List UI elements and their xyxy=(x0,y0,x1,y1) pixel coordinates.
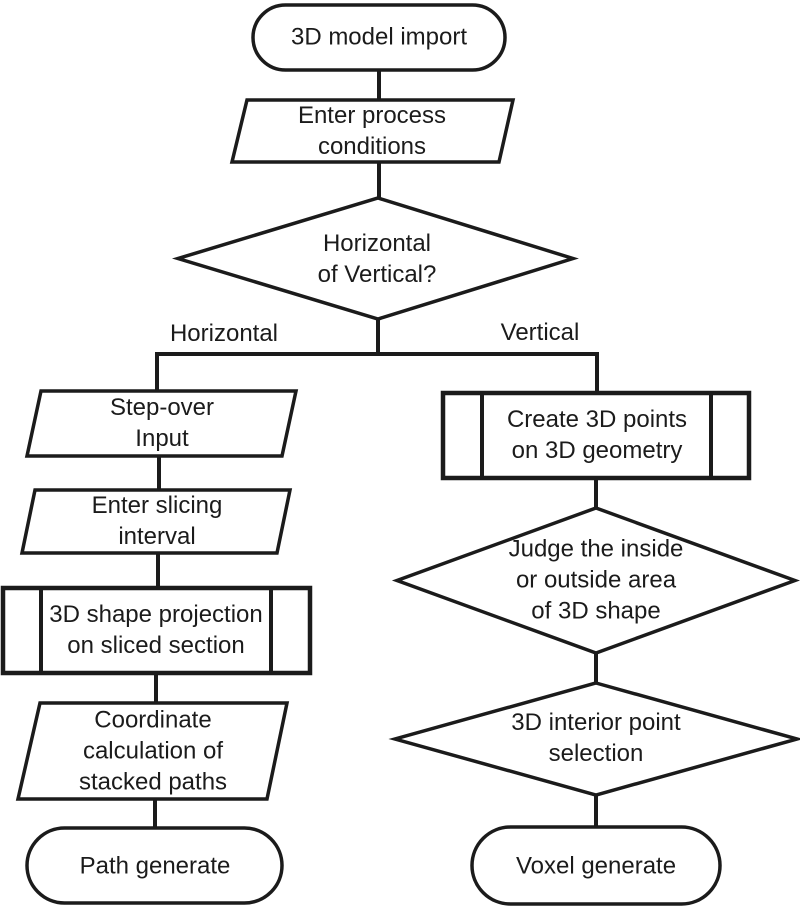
judge-area-shape xyxy=(391,506,800,655)
step-over-input-shape xyxy=(24,389,299,458)
voxel-generate-shape xyxy=(470,825,722,906)
interior-selection-shape xyxy=(388,681,800,797)
process-conditions-shape xyxy=(229,98,516,164)
create-points-shape xyxy=(440,390,752,481)
model-import-shape xyxy=(251,3,507,72)
shape-projection-shape xyxy=(0,585,313,676)
path-generate-shape xyxy=(25,826,284,905)
orientation-decision-shape xyxy=(171,196,579,321)
slicing-interval-shape xyxy=(19,488,293,555)
coordinate-calculation-shape xyxy=(15,701,290,801)
